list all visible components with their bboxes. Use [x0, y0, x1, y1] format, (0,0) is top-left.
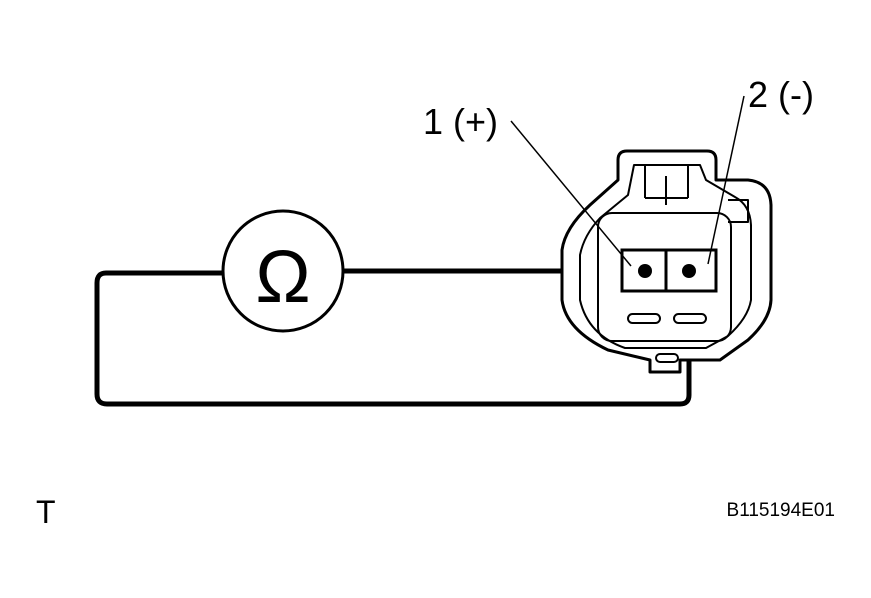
figure-id: B115194E01 [727, 500, 835, 521]
ohmmeter: Ω [221, 209, 345, 333]
terminal-2-probe-dot [682, 264, 696, 278]
terminal-1-leader-line [510, 120, 632, 267]
terminal-cavity-frame [597, 212, 732, 342]
ground-lead-wire [94, 265, 692, 407]
connector-slot-left [627, 313, 661, 324]
connector-latch [644, 165, 689, 205]
ohmmeter-body [221, 209, 345, 333]
corner-letter: T [36, 494, 56, 530]
connector-slot-right [673, 313, 707, 324]
sensor-connector [560, 149, 773, 374]
terminal-1-probe-dot [638, 264, 652, 278]
connector-side-rib [728, 199, 749, 223]
connector-bottom-key [655, 353, 679, 363]
terminal-1-label: 1 (+) [423, 101, 498, 142]
ohm-symbol: Ω [255, 235, 310, 318]
terminal-2-label: 2 (-) [748, 74, 814, 115]
terminal-2-leader-line [707, 95, 745, 265]
